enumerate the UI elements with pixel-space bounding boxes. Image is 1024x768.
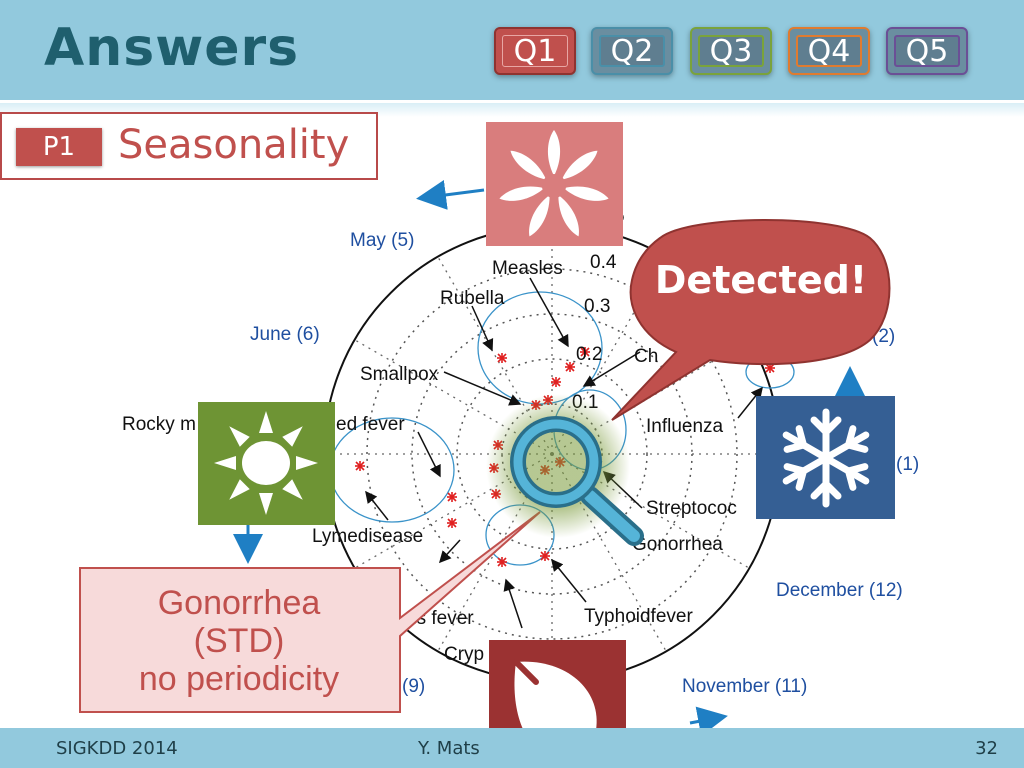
month-labels: May (5) June (6) (2) (1) December (12) N… bbox=[250, 230, 919, 697]
callout-line: Gonorrhea bbox=[157, 583, 321, 622]
disease-label: Lymedisease bbox=[312, 526, 423, 547]
disease-label: ed fever bbox=[336, 414, 405, 435]
marker bbox=[540, 551, 550, 561]
section-heading: P1 Seasonality bbox=[0, 112, 378, 180]
disease-label: Ch bbox=[634, 346, 658, 367]
sun-icon bbox=[198, 402, 335, 525]
tab-q3-label: Q3 bbox=[709, 33, 753, 69]
footer-author: Y. Mats bbox=[418, 738, 480, 759]
gonorrhea-callout-text: Gonorrhea (STD) no periodicity bbox=[78, 570, 400, 712]
tab-q5[interactable]: Q5 bbox=[886, 27, 968, 75]
marker bbox=[497, 353, 507, 363]
disease-label: Streptococ bbox=[646, 498, 737, 519]
month-label-june: June (6) bbox=[250, 324, 320, 345]
flower-icon bbox=[486, 122, 623, 246]
disease-label: Cryp bbox=[444, 644, 484, 665]
month-label-jan: (1) bbox=[896, 454, 919, 475]
month-label-november: November (11) bbox=[682, 676, 807, 697]
ring-0.2 bbox=[456, 358, 648, 550]
marker bbox=[580, 347, 590, 357]
month-label-may: May (5) bbox=[350, 230, 414, 251]
disease-label: Rocky m bbox=[122, 414, 196, 435]
radial-tick: 0.2 bbox=[576, 344, 602, 365]
section-badge: P1 bbox=[16, 128, 102, 166]
callout-line: no periodicity bbox=[138, 660, 340, 699]
marker bbox=[447, 492, 457, 502]
marker bbox=[565, 362, 575, 372]
tab-q1[interactable]: Q1 bbox=[494, 27, 576, 75]
magnifier-icon bbox=[486, 394, 644, 546]
ring-0.4 bbox=[366, 268, 738, 640]
callout-line: (STD) bbox=[193, 621, 285, 660]
tab-q4-label: Q4 bbox=[807, 33, 851, 69]
detected-bubble bbox=[611, 219, 891, 421]
disease-label: Typhoidfever bbox=[584, 606, 693, 627]
month-label-september: (9) bbox=[402, 676, 425, 697]
marker bbox=[497, 557, 507, 567]
tab-q4[interactable]: Q4 bbox=[788, 27, 870, 75]
season-arrows bbox=[233, 180, 865, 737]
tab-q5-label: Q5 bbox=[905, 33, 949, 69]
page-title: Answers bbox=[44, 18, 300, 78]
tab-q1-label: Q1 bbox=[513, 33, 557, 69]
footer-conference: SIGKDD 2014 bbox=[56, 738, 178, 759]
disease-label: Smallpox bbox=[360, 364, 439, 385]
gonorrhea-callout bbox=[79, 511, 541, 713]
disease-label: Rubella bbox=[440, 288, 505, 309]
radial-tick: 0.3 bbox=[584, 296, 610, 317]
tab-q2[interactable]: Q2 bbox=[591, 27, 673, 75]
tab-q2-label: Q2 bbox=[610, 33, 654, 69]
footer-page-number: 32 bbox=[975, 738, 998, 759]
tab-q3[interactable]: Q3 bbox=[690, 27, 772, 75]
footer-bar: SIGKDD 2014 Y. Mats 32 bbox=[0, 728, 1024, 768]
marker bbox=[447, 518, 457, 528]
radial-tick: 0.4 bbox=[590, 252, 617, 273]
disease-label: Gonorrhea bbox=[632, 534, 723, 555]
marker bbox=[551, 377, 561, 387]
marker bbox=[355, 461, 365, 471]
month-label-december: December (12) bbox=[776, 580, 903, 601]
detected-label: Detected! bbox=[654, 258, 868, 302]
snowflake-icon bbox=[756, 396, 895, 519]
disease-label: Influenza bbox=[646, 416, 724, 437]
disease-label: Measles bbox=[492, 258, 563, 279]
section-title: Seasonality bbox=[118, 122, 350, 168]
